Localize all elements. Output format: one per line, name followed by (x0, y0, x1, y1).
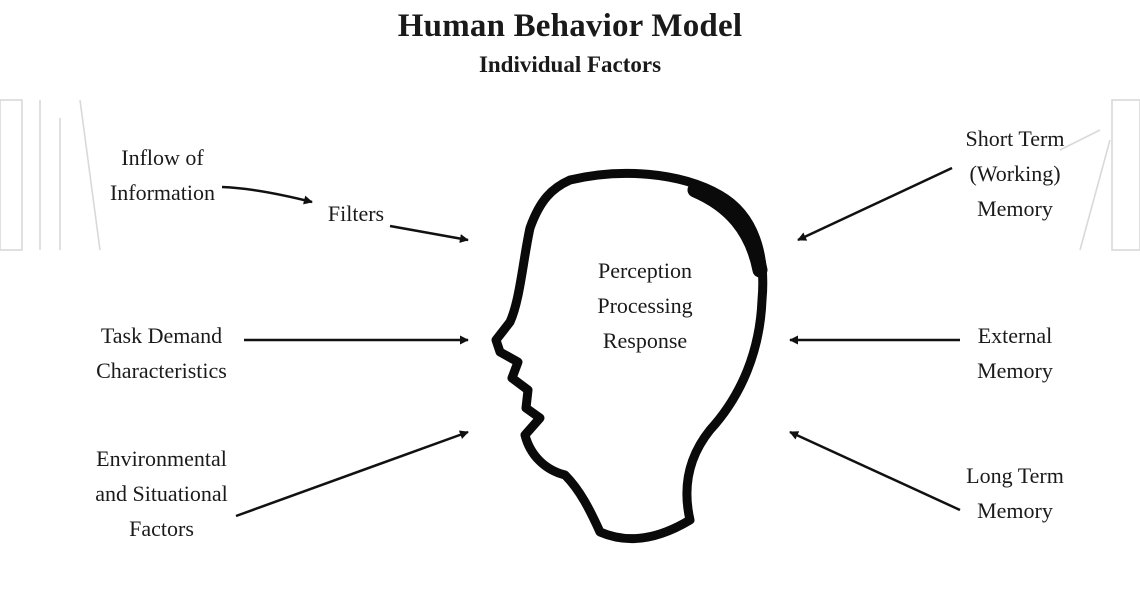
label-environmental-situational-factors: Environmental and Situational Factors (95, 446, 228, 541)
head-text-perception: Perception (597, 258, 693, 283)
diagram-title: Human Behavior Model (397, 8, 743, 44)
head-outline-thick-back (687, 182, 768, 278)
arrow-environment-to-head (235, 430, 469, 518)
diagram-subtitle: Individual Factors (478, 52, 662, 77)
label-long-term-memory: Long Term Memory (966, 463, 1064, 523)
arrow-inflow-to-filters (221, 185, 313, 205)
head-text-processing: Processing (597, 293, 693, 318)
arrow-short-term-to-head (797, 166, 953, 242)
head-silhouette (491, 168, 768, 544)
label-inflow-of-information: Inflow of Information (109, 145, 216, 205)
arrow-filters-to-head (389, 224, 469, 243)
watermark-graphic (0, 99, 1140, 251)
label-filters: Filters (327, 201, 385, 226)
arrow-long-term-to-head (789, 430, 961, 512)
head-center-label: Perception Processing Response (560, 253, 730, 358)
head-text-response: Response (602, 328, 688, 353)
label-external-memory: External Memory (977, 323, 1053, 383)
label-short-term-working-memory: Short Term (Working) Memory (965, 126, 1065, 221)
label-task-demand-characteristics: Task Demand Characteristics (96, 323, 227, 383)
